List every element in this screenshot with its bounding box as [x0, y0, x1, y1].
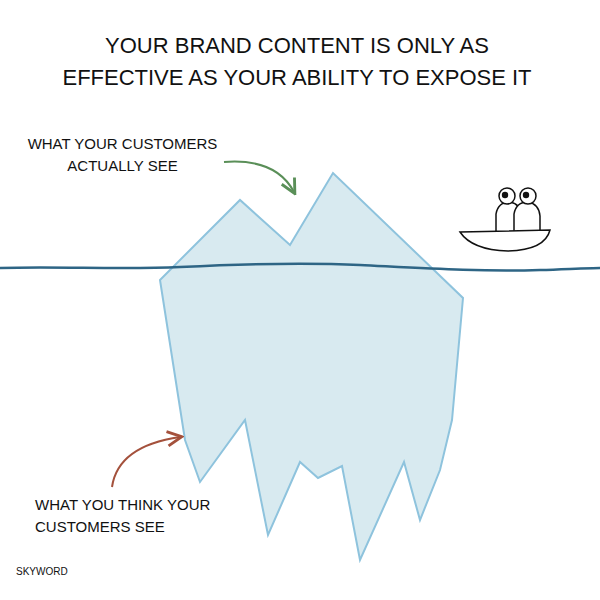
pupil: [502, 192, 508, 198]
pupil: [523, 192, 529, 198]
callout-arrow: [112, 437, 180, 487]
eye: [520, 188, 536, 204]
watermark: SKYWORD: [16, 565, 68, 580]
water-line: [0, 264, 600, 271]
eye: [499, 188, 515, 204]
title: YOUR BRAND CONTENT IS ONLY AS EFFECTIVE …: [55, 30, 539, 94]
boat-hull: [460, 230, 550, 251]
boat: [460, 188, 550, 251]
figure-body: [514, 202, 540, 234]
callout-label: WHAT YOUR CUSTOMERS ACTUALLY SEE: [25, 133, 220, 177]
callout-label: WHAT YOU THINK YOUR CUSTOMERS SEE: [35, 494, 230, 538]
callout-arrow: [224, 162, 294, 192]
